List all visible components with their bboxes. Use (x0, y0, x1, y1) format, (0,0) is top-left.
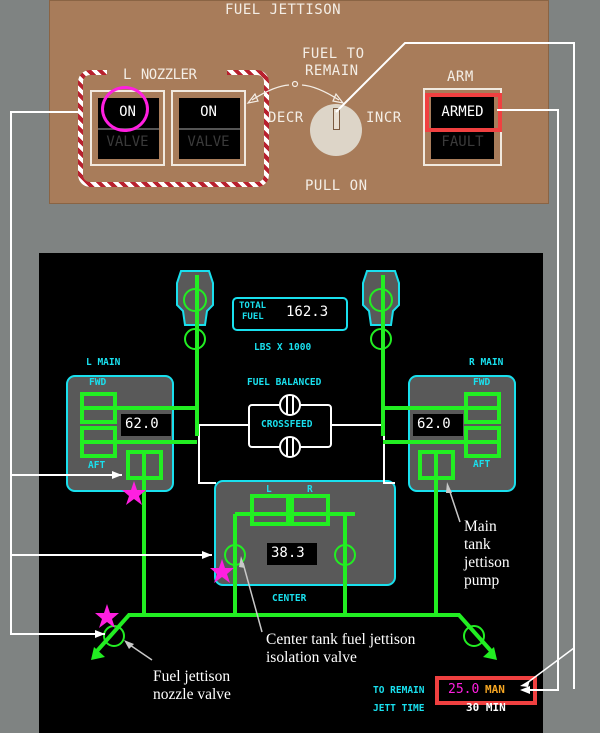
to-remain-label: TO REMAIN (373, 685, 425, 696)
r-main-value: 62.0 (417, 416, 451, 432)
center-value: 38.3 (271, 545, 305, 561)
r-nozzle-on-text: ON (200, 104, 217, 120)
jett-time-value: 30 MIN (466, 701, 506, 714)
fuel-balanced-label: FUEL BALANCED (247, 377, 322, 388)
units-label: LBS X 1000 (254, 342, 312, 353)
l-engine-pump-valve (183, 288, 207, 312)
l-nozzle-valve-text: VALVE (106, 134, 149, 150)
knob-pointer (333, 108, 340, 130)
center-label: CENTER (272, 593, 307, 604)
nozzle-label: NOZZLE (140, 67, 189, 83)
panel-title: FUEL JETTISON (225, 2, 342, 18)
nozzle-label-r: R (188, 67, 198, 83)
l-main-aft-label: AFT (88, 460, 106, 471)
l-nozzle-arrow (91, 647, 105, 660)
nozzle-label-l: L (123, 67, 132, 83)
r-nozzle-valve-text: VALVE (187, 134, 230, 150)
marker-stars (95, 481, 234, 628)
fuel-jettison-panel: FUEL JETTISON L NOZZLER ON VALVE ON VALV… (49, 0, 549, 204)
nozzle-valve-annotation: Fuel jettison nozzle valve (153, 668, 231, 703)
crossfeed-label: CROSSFEED (261, 419, 313, 430)
center-l-label: L (266, 484, 272, 495)
r-main-aft-label: AFT (473, 459, 491, 470)
l-main-fwd-label: FWD (89, 377, 107, 388)
armed-highlight-box (425, 93, 502, 132)
total-fuel-label-1: TOTAL (239, 301, 267, 311)
center-r-label: R (307, 484, 313, 495)
total-fuel-label-2: FUEL (242, 312, 264, 322)
fault-text: FAULT (441, 134, 484, 150)
r-main-label: R MAIN (469, 357, 504, 368)
to-remain-mode: MAN (485, 683, 505, 696)
main-pump-annotation: Main tank jettison pump (464, 518, 510, 589)
decr-label: DECR (268, 110, 304, 126)
center-value-box (267, 543, 317, 565)
highlight-circle (101, 86, 149, 132)
l-main-label: L MAIN (86, 357, 121, 368)
arm-label: ARM (447, 69, 474, 85)
l-center-isolation-valve (224, 544, 246, 566)
l-spar-valve (184, 328, 206, 350)
to-remain-value: 25.0 (448, 682, 480, 697)
total-fuel-value: 162.3 (286, 304, 329, 320)
fuel-to-remain-knob[interactable] (310, 104, 362, 156)
l-main-value-box (121, 414, 171, 436)
nozzle-guard-gap (107, 64, 227, 80)
center-valve-annotation: Center tank fuel jettison isolation valv… (266, 631, 416, 666)
jett-time-label: JETT TIME (373, 703, 425, 714)
l-main-value: 62.0 (125, 416, 159, 432)
crossfeed-valves (279, 394, 301, 458)
r-nozzle-switch[interactable]: ON VALVE (171, 90, 246, 166)
r-main-fwd-label: FWD (473, 377, 491, 388)
